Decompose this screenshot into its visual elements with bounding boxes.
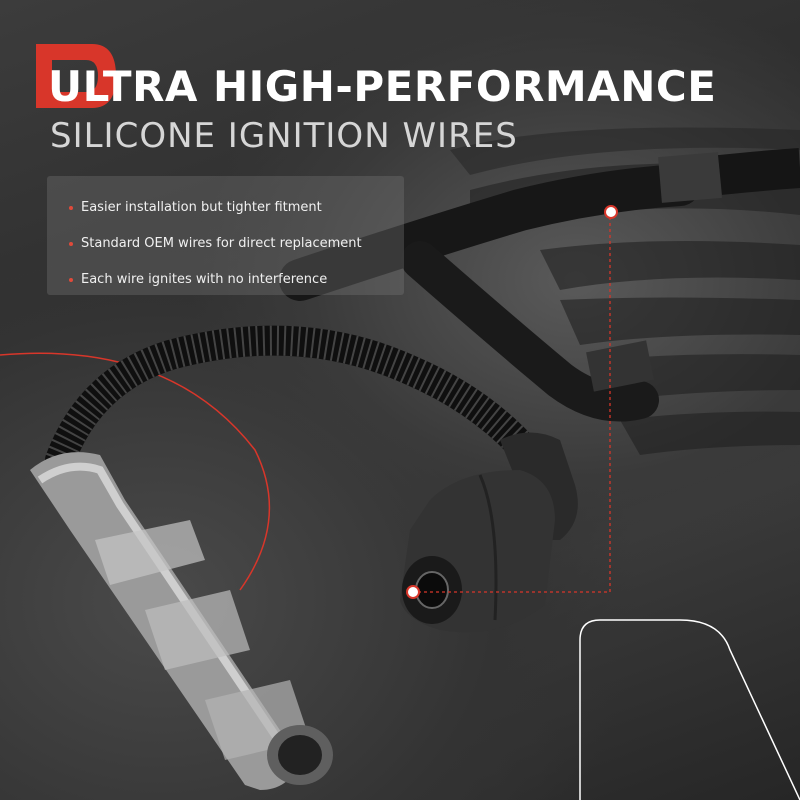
- callout-line: [412, 212, 611, 593]
- headline: ULTRA HIGH-PERFORMANCE: [48, 62, 717, 111]
- feature-text: Easier installation but tighter fitment: [81, 200, 322, 215]
- feature-text: Each wire ignites with no interference: [81, 272, 328, 287]
- subheadline: SILICONE IGNITION WIRES: [50, 116, 518, 156]
- feature-text: Standard OEM wires for direct replacemen…: [81, 236, 362, 251]
- callout-dot-icon: [604, 205, 618, 219]
- red-accent-curve: [0, 352, 271, 591]
- feature-list: Easier installation but tighter fitment …: [47, 176, 404, 298]
- callout-dot-icon: [406, 585, 420, 599]
- feature-item: Standard OEM wires for direct replacemen…: [69, 226, 404, 262]
- feature-item: Each wire ignites with no interference: [69, 262, 404, 298]
- bullet-icon: [69, 206, 73, 210]
- feature-item: Easier installation but tighter fitment: [69, 190, 404, 226]
- bullet-icon: [69, 278, 73, 282]
- ignition-wire-cable: [45, 325, 540, 475]
- feature-panel: Easier installation but tighter fitment …: [47, 176, 404, 295]
- metal-connector: [30, 452, 333, 790]
- red-d-logo-icon: [36, 44, 116, 108]
- bullet-icon: [69, 242, 73, 246]
- background-hoses: [279, 148, 800, 422]
- white-accent-curve: [579, 619, 800, 800]
- rubber-boot: [400, 432, 578, 633]
